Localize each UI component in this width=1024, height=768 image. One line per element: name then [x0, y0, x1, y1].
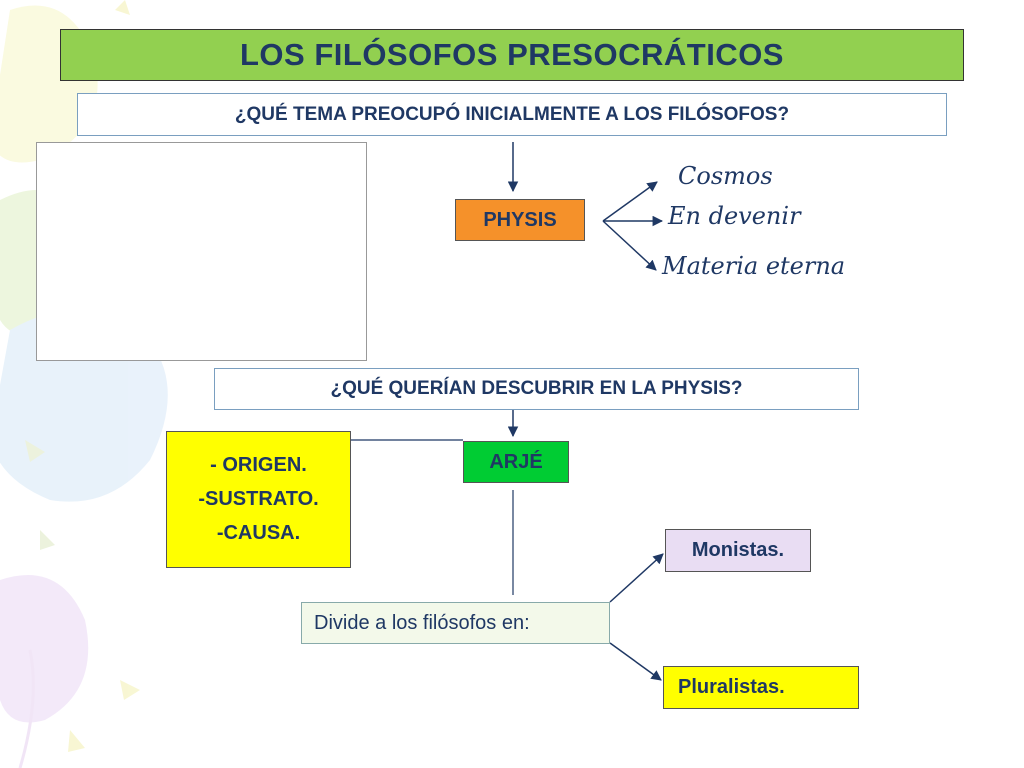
page-title: LOS FILÓSOFOS PRESOCRÁTICOS [60, 29, 964, 81]
arrow-divide-to-pluralistas [609, 642, 662, 681]
meaning-sustrato: -SUSTRATO. [198, 488, 319, 510]
branch-materia-eterna: Materia eterna [662, 252, 846, 280]
question-arje: ¿QUÉ QUERÍAN DESCUBRIR EN LA PHYSIS? [214, 368, 859, 410]
arrow-physis-to-materia [602, 220, 657, 271]
question-initial-topic: ¿QUÉ TEMA PREOCUPÓ INICIALMENTE A LOS FI… [77, 93, 947, 136]
meaning-origen: - ORIGEN. [210, 454, 307, 476]
arrow-physis-to-cosmos [602, 181, 658, 222]
physis-box: PHYSIS [455, 199, 585, 241]
meaning-causa: -CAUSA. [216, 522, 301, 544]
branch-cosmos: Cosmos [678, 162, 773, 190]
arje-box: ARJÉ [463, 441, 569, 483]
monistas-box: Monistas. [665, 529, 811, 572]
arje-meanings-box: - ORIGEN. -SUSTRATO. -CAUSA. [166, 431, 351, 568]
pluralistas-box: Pluralistas. [663, 666, 859, 709]
divide-box: Divide a los filósofos en: [301, 602, 610, 644]
blank-image-placeholder [36, 142, 367, 361]
arrow-divide-to-monistas [609, 553, 664, 603]
branch-en-devenir: En devenir [668, 202, 801, 230]
